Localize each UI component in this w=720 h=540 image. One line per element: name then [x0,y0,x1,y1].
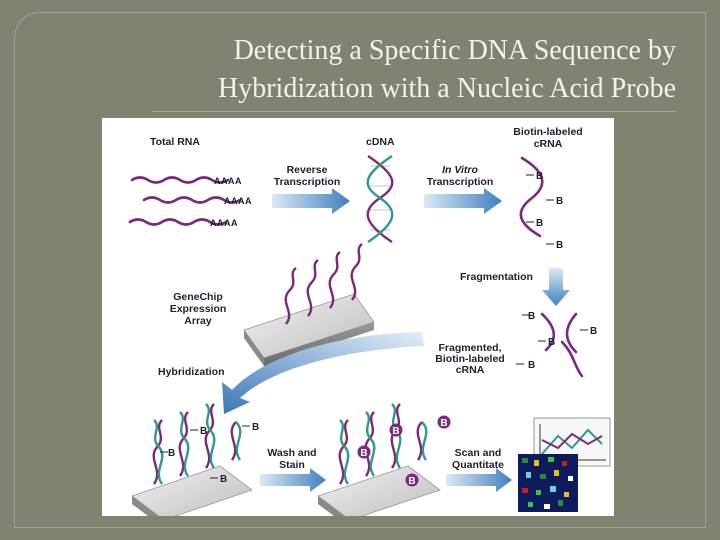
biotin-marker: B [408,476,415,487]
in-vitro-label: In Vitro [442,164,478,176]
poly-a-tail: AAAA [214,176,242,186]
biotin-marker: B [548,337,555,348]
biotin-marker: B [590,326,597,337]
reverse-transcription-arrow [272,188,350,214]
mrna-strand [142,196,242,204]
scan-quantitate-arrow [446,468,512,492]
probe-strand [350,243,363,301]
scanned-array-image [518,454,578,512]
streptavidin-stain [389,423,403,437]
biotin-marker: B [556,196,563,207]
wash-stain-label: Stain [279,459,305,471]
poly-a-tail: AAAA [224,196,252,206]
in-vitro-transcription-label: Transcription [427,176,494,188]
hybridization-label: Hybridization [158,366,225,378]
cdna-label: cDNA [366,136,395,148]
fragmentation-label: Fragmentation [460,271,533,283]
biotin-marker: B [360,448,367,459]
reverse-transcription-label: Transcription [274,176,341,188]
result-trace [541,432,603,450]
hybridization-arrow [222,332,424,414]
result-trace [541,428,603,455]
total-rna-label: Total RNA [150,136,200,148]
slide-title-line-1: Detecting a Specific DNA Sequence by [233,35,676,66]
biotin-marker: B [528,311,535,322]
genechip-label: Expression [170,303,227,315]
hybridization-workflow-figure: Total RNA AAAA AAAA AAAA Reverse Transcr… [102,118,614,516]
biotin-marker: B [556,240,563,251]
genechip-label: GeneChip [173,291,223,303]
biotin-marker: B [392,426,399,437]
streptavidin-stain [357,445,371,459]
reverse-transcription-label: Reverse [287,164,328,176]
streptavidin-stain [437,415,451,429]
biotin-crna-label: cRNA [534,138,563,150]
genechip-label: Array [184,315,212,327]
fragmented-crna-label: cRNA [456,364,485,376]
fragmentation-arrow [542,268,570,306]
stained-chip [317,403,451,516]
biotin-marker: B [528,360,535,371]
biotin-marker: B [440,418,447,429]
cdna-double-helix [366,155,394,243]
title-divider [152,111,676,112]
biotin-marker: B [220,474,227,485]
slide-title: Detecting a Specific DNA Sequence by Hyb… [76,32,676,108]
biotin-marker: B [252,422,259,433]
streptavidin-stain [405,473,419,487]
probe-strand [284,267,297,325]
hybridized-chip [131,403,253,516]
probe-strand [328,251,341,309]
mrna-strand [130,176,230,184]
mrna-strand [128,218,228,226]
fragmented-crna-label: Biotin-labeled [435,353,504,365]
fragmented-crna-label: Fragmented, [438,342,501,354]
biotin-marker: B [168,448,175,459]
scan-quantitate-label: Quantitate [452,459,504,471]
slide-frame [14,12,706,528]
wash-stain-arrow [260,468,326,492]
fragmented-crna [516,312,588,378]
slide-title-line-2: Hybridization with a Nucleic Acid Probe [218,73,676,104]
wash-stain-label: Wash and [267,447,316,459]
biotin-crna-label: Biotin-labeled [513,126,582,138]
total-rna-strands [128,176,242,226]
workflow-diagram: Total RNA AAAA AAAA AAAA Reverse Transcr… [128,126,611,516]
biotin-marker: B [536,218,543,229]
biotin-marker: B [536,171,543,182]
probe-strand [306,259,319,317]
poly-a-tail: AAAA [210,218,238,228]
scan-quantitate-label: Scan and [455,447,502,459]
in-vitro-transcription-arrow [424,188,502,214]
biotin-crna-strand [519,156,554,245]
biotin-marker: B [200,426,207,437]
